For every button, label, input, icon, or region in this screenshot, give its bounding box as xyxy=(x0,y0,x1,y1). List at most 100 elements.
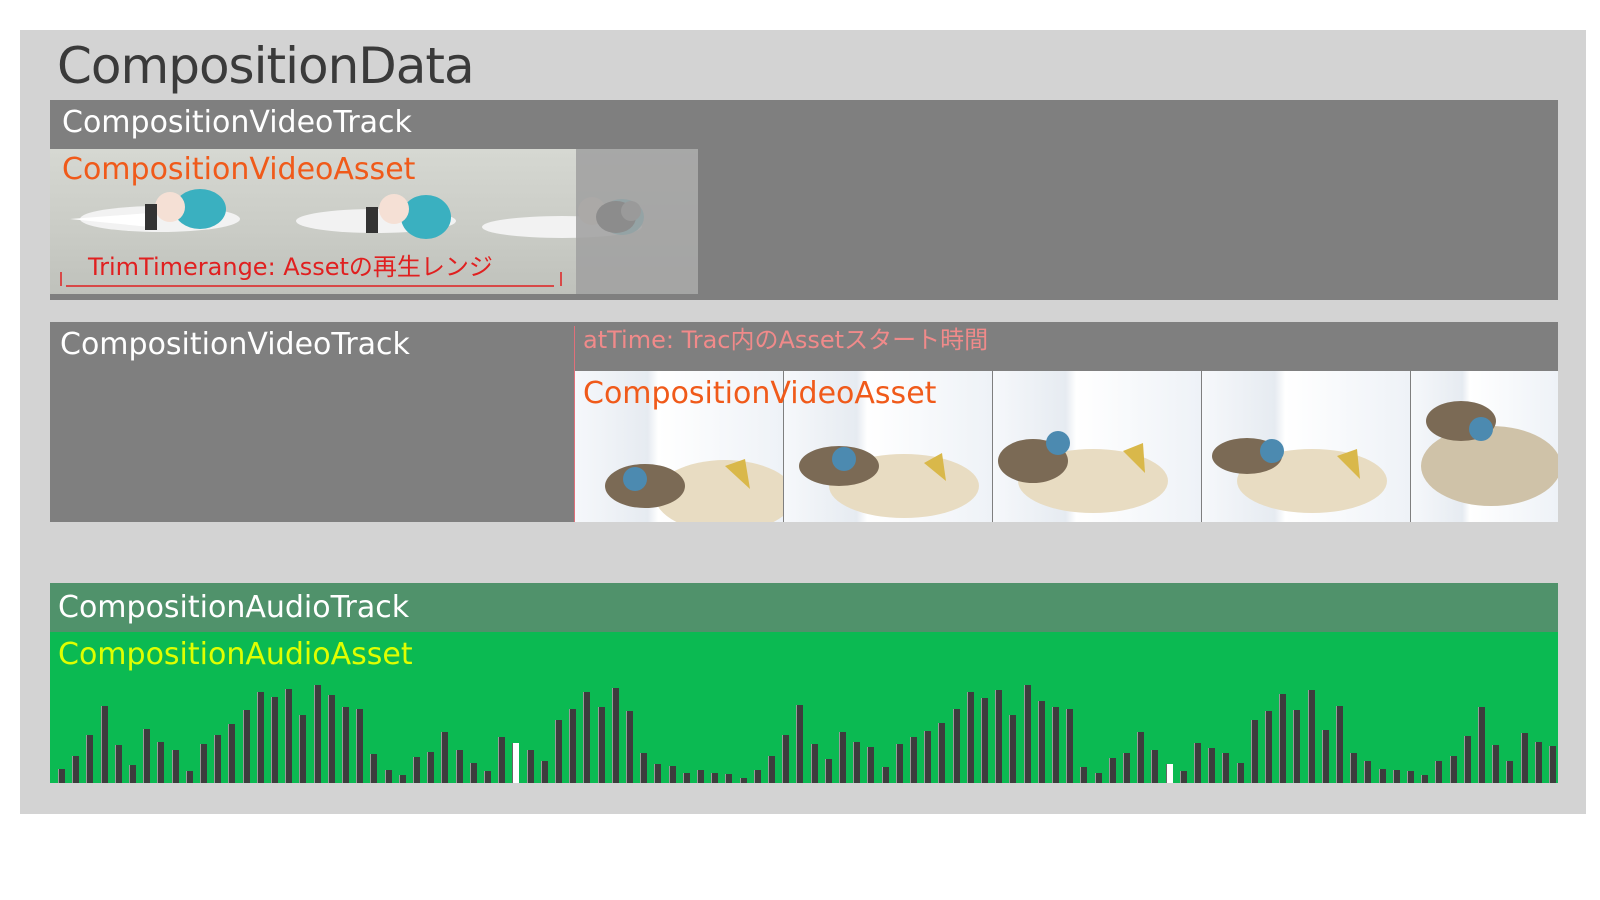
waveform-bar xyxy=(1478,707,1485,783)
waveform-bar xyxy=(157,742,165,783)
waveform-bar xyxy=(356,709,364,783)
waveform-bar xyxy=(1151,750,1159,783)
trim-range-bracket xyxy=(60,272,562,287)
waveform-bar xyxy=(498,737,506,783)
waveform-bar xyxy=(370,754,378,783)
waveform-bar xyxy=(384,770,392,783)
waveform-bar xyxy=(938,723,946,783)
waveform-bar xyxy=(611,688,619,783)
asset-thumbnail xyxy=(50,149,266,294)
waveform-bar xyxy=(484,771,491,783)
asset-label: CompositionVideoAsset xyxy=(583,376,937,411)
waveform-bar xyxy=(271,697,278,783)
waveform-bar xyxy=(895,744,903,783)
waveform-bar xyxy=(1265,711,1272,783)
waveform-bar xyxy=(313,685,321,783)
audio-asset[interactable]: CompositionAudioAsset xyxy=(50,632,1558,783)
figure-image xyxy=(70,189,240,232)
waveform-bar xyxy=(1492,745,1500,783)
waveform-bar xyxy=(427,752,435,783)
video-asset-1[interactable]: CompositionVideoAsset TrimTimerange: Ass… xyxy=(50,149,698,294)
waveform-bar xyxy=(1449,756,1457,783)
waveform-bar xyxy=(824,759,832,783)
waveform-bar xyxy=(1250,720,1258,783)
video-asset-2[interactable]: CompositionVideoAsset xyxy=(575,371,1558,522)
waveform-bar xyxy=(1236,763,1244,783)
waveform-bar xyxy=(214,735,222,783)
waveform-bar xyxy=(682,773,690,783)
waveform-bar xyxy=(555,720,562,783)
waveform-bar xyxy=(1052,707,1059,783)
trim-range-annotation: TrimTimerange: Assetの再生レンジ xyxy=(88,253,493,281)
waveform-bar xyxy=(256,692,264,783)
waveform-bar xyxy=(1378,769,1386,783)
waveform-bar xyxy=(583,692,591,783)
audio-track-header xyxy=(50,583,1558,632)
at-time-annotation: atTime: Trac内のAssetスタート時間 xyxy=(583,326,989,354)
waveform-bar xyxy=(981,698,988,783)
waveform-bar xyxy=(626,711,633,783)
waveform-bar xyxy=(924,731,932,783)
waveform-bar xyxy=(1293,710,1301,783)
start-time-marker xyxy=(574,326,575,522)
waveform-bar xyxy=(640,753,648,783)
waveform-bar xyxy=(469,763,477,783)
waveform-bar xyxy=(697,770,704,783)
waveform-bar xyxy=(839,732,846,783)
waveform-bar xyxy=(413,757,420,783)
waveform-bar xyxy=(1549,746,1556,783)
waveform-bar xyxy=(569,709,577,783)
waveform-bar xyxy=(1520,733,1528,783)
track-label: CompositionAudioTrack xyxy=(58,590,410,625)
waveform-bar xyxy=(1506,761,1514,783)
waveform-bar xyxy=(995,690,1003,783)
waveform-bar xyxy=(455,750,463,783)
figure-image xyxy=(296,194,456,239)
waveform-bar xyxy=(1336,706,1343,783)
waveform-bar xyxy=(867,747,875,783)
waveform-bar xyxy=(1407,771,1414,783)
waveform-bar xyxy=(853,742,861,783)
figure-image xyxy=(1421,401,1558,506)
waveform-bar xyxy=(1463,736,1471,783)
asset-label: CompositionAudioAsset xyxy=(58,637,413,672)
waveform-bar xyxy=(597,707,605,783)
waveform-bar xyxy=(1023,685,1031,783)
asset-label: CompositionVideoAsset xyxy=(62,152,416,187)
untrimmed-region xyxy=(576,149,698,294)
waveform-bar xyxy=(185,771,193,783)
waveform-bar xyxy=(1279,694,1287,783)
waveform-bar xyxy=(739,778,747,783)
waveform-bar xyxy=(753,770,761,783)
figure-image xyxy=(605,459,783,522)
track-label: CompositionVideoTrack xyxy=(62,105,412,140)
waveform-bar xyxy=(1534,742,1542,783)
figure-image xyxy=(998,431,1168,513)
waveform-bar xyxy=(228,724,236,783)
waveform-bar xyxy=(1094,773,1102,783)
waveform-bar xyxy=(58,769,65,783)
waveform-bar xyxy=(1208,748,1216,783)
waveform-bar xyxy=(242,710,250,783)
waveform-bar xyxy=(114,745,122,783)
waveform-bar xyxy=(952,709,960,783)
figure-image xyxy=(799,446,979,518)
track-label: CompositionVideoTrack xyxy=(60,327,410,362)
audio-waveform xyxy=(50,679,1558,783)
asset-thumbnail xyxy=(993,371,1201,522)
waveform-bar xyxy=(1194,743,1201,783)
audio-track: CompositionAudioTrack CompositionAudioAs… xyxy=(50,583,1558,783)
waveform-bar xyxy=(1066,709,1074,783)
waveform-bar xyxy=(1080,767,1088,783)
waveform-bar xyxy=(299,715,307,783)
figure-image xyxy=(1212,438,1387,513)
asset-thumbnail xyxy=(266,149,482,294)
waveform-bar xyxy=(1222,753,1230,783)
video-track-1: CompositionVideoTrack xyxy=(50,100,1558,300)
asset-thumbnail xyxy=(575,371,783,522)
waveform-bar xyxy=(810,744,818,783)
waveform-bar xyxy=(1364,761,1372,783)
waveform-bar xyxy=(100,706,108,783)
waveform-bar xyxy=(654,764,662,783)
waveform-bar xyxy=(1421,775,1429,783)
